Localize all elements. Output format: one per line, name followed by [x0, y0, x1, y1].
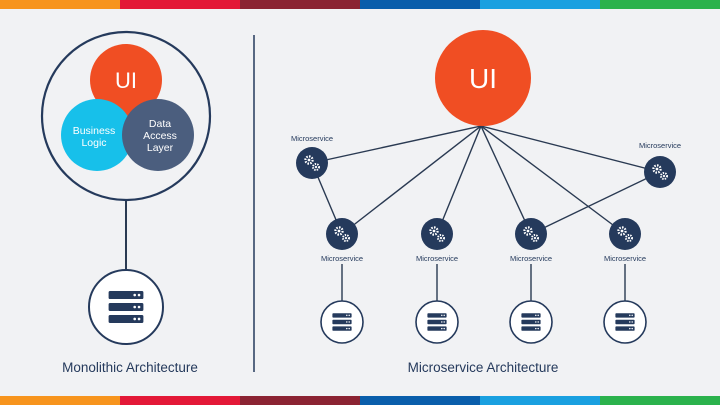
microservice-node	[515, 218, 547, 250]
microservice-label: Microservice	[291, 134, 333, 143]
microservice-ui-circle	[435, 30, 531, 126]
microservice-label: Microservice	[321, 254, 363, 263]
server-stack-icon	[603, 300, 647, 344]
bottom-color-stripe	[0, 396, 720, 405]
stripe-segment	[240, 396, 360, 405]
data-access-label-line3: Layer	[147, 142, 174, 154]
monolith-ui-label: UI	[115, 68, 137, 93]
monolith-caption: Monolithic Architecture	[62, 360, 198, 375]
top-color-stripe	[0, 0, 720, 9]
microservice-node	[644, 156, 676, 188]
microservice-node	[421, 218, 453, 250]
ui-connectors	[311, 125, 661, 235]
stripe-segment	[0, 396, 120, 405]
stripe-segment	[0, 0, 120, 9]
data-access-label-line1: Data	[149, 118, 171, 130]
microservice-label: Microservice	[416, 254, 458, 263]
monolith-data-access-circle	[122, 99, 194, 171]
microservice-node	[296, 147, 328, 179]
microservice-group: UI Microservice Microservice Microservic…	[291, 30, 681, 375]
stripe-segment	[120, 396, 240, 405]
monolith-group: UI Business Logic Data Access Layer Mono…	[40, 30, 212, 375]
stripe-segment	[360, 0, 480, 9]
monolith-database-icon	[88, 269, 164, 345]
stripe-segment	[240, 0, 360, 9]
microservice-ui-label: UI	[469, 63, 497, 94]
server-stack-icon	[415, 300, 459, 344]
business-logic-label-line2: Logic	[81, 137, 106, 149]
server-stack-icon	[320, 300, 364, 344]
microservice-node	[609, 218, 641, 250]
service-connectors	[311, 162, 661, 235]
stripe-segment	[360, 396, 480, 405]
monolith-boundary-circle	[40, 30, 212, 202]
microservice-label: Microservice	[639, 141, 681, 150]
microservice-caption: Microservice Architecture	[408, 360, 559, 375]
db-connectors	[341, 264, 626, 302]
stripe-segment	[480, 396, 600, 405]
data-access-label-line2: Access	[143, 130, 177, 142]
microservice-label: Microservice	[510, 254, 552, 263]
monolith-ui-circle	[90, 44, 162, 116]
monolith-business-logic-circle	[61, 99, 133, 171]
stripe-segment	[480, 0, 600, 9]
microservice-node	[326, 218, 358, 250]
server-stack-icon	[509, 300, 553, 344]
stripe-segment	[600, 0, 720, 9]
stripe-segment	[600, 396, 720, 405]
stripe-segment	[120, 0, 240, 9]
microservice-label: Microservice	[604, 254, 646, 263]
business-logic-label-line1: Business	[73, 125, 116, 137]
